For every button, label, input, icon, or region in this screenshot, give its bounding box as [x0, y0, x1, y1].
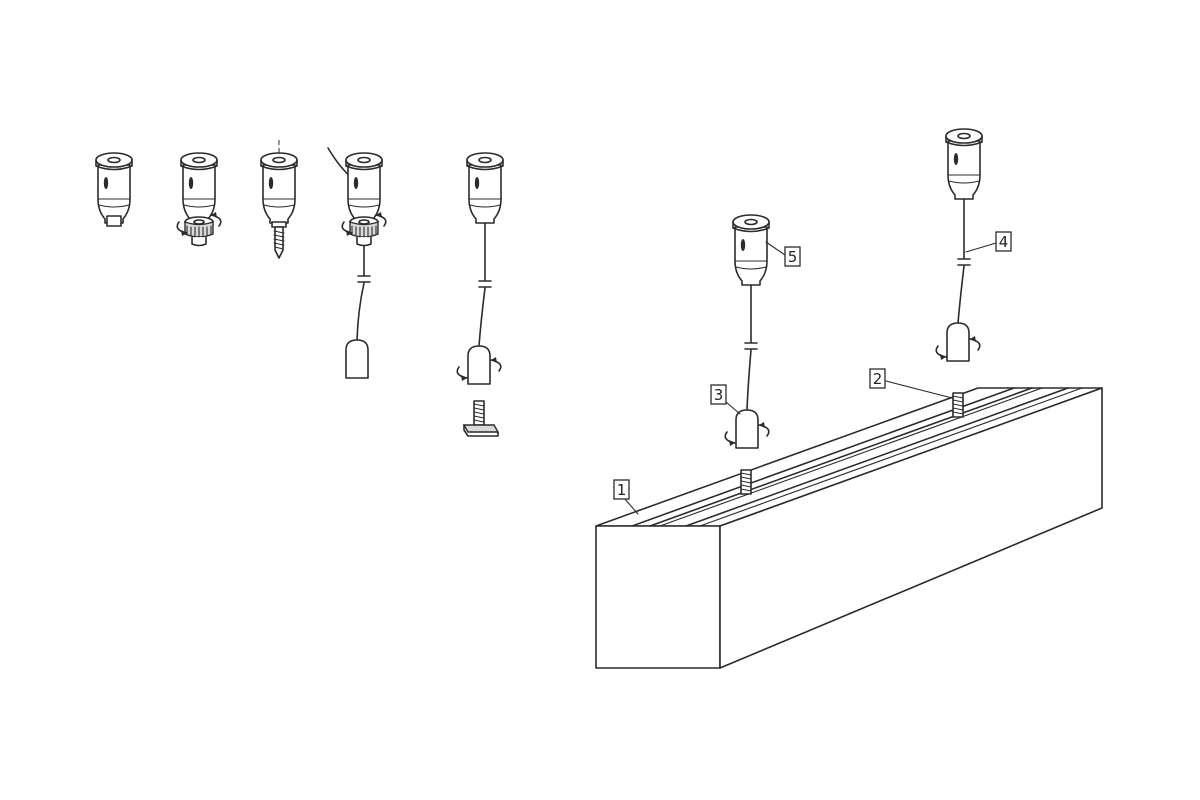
screw-icon [271, 221, 287, 259]
rotating-insert-icon [184, 216, 214, 247]
profile-body [595, 387, 1103, 669]
callout-1-label: 1 [617, 481, 627, 499]
cable-sleeve-icon [735, 409, 759, 449]
cable-break-icon [744, 342, 758, 350]
callout-2-label: 2 [873, 370, 883, 388]
callout-2: 2 [869, 368, 953, 399]
ceiling-cup-icon [732, 214, 770, 286]
cable-break-icon [357, 275, 371, 283]
rotating-insert-icon [349, 216, 379, 247]
callout-4: 4 [965, 231, 1012, 253]
callout-3-label: 3 [714, 386, 724, 404]
step-4 [327, 147, 387, 379]
callout-5-label: 5 [788, 248, 798, 266]
ceiling-cup-icon [95, 152, 133, 224]
cable-line [478, 222, 486, 347]
step-5 [456, 152, 504, 437]
step-2 [176, 152, 222, 247]
cable-break-icon [478, 280, 492, 288]
threaded-stud-plate-icon [462, 400, 500, 437]
callout-5: 5 [765, 241, 801, 267]
cable-line [957, 198, 965, 324]
ceiling-cup-icon [180, 152, 218, 224]
cable-break-icon [957, 258, 971, 266]
cable-line [356, 245, 365, 341]
callout-4-label: 4 [999, 233, 1009, 251]
ceiling-cup-icon [945, 128, 983, 200]
cable-sleeve-icon [345, 339, 369, 379]
callout-3: 3 [710, 384, 741, 415]
step-1 [95, 152, 133, 227]
cable-sleeve-icon [946, 322, 970, 362]
threaded-stud-icon [740, 469, 752, 495]
ceiling-cup-icon [466, 152, 504, 224]
cup-tip [106, 215, 122, 227]
step-3 [260, 140, 298, 259]
cable-sleeve-icon [467, 345, 491, 385]
threaded-stud-icon [952, 392, 964, 418]
suspension-right [935, 128, 983, 362]
suspension-left [724, 214, 770, 449]
callout-1: 1 [613, 479, 639, 515]
ceiling-cup-icon [345, 152, 383, 224]
ceiling-cup-icon [260, 152, 298, 224]
cable-line [746, 284, 752, 411]
